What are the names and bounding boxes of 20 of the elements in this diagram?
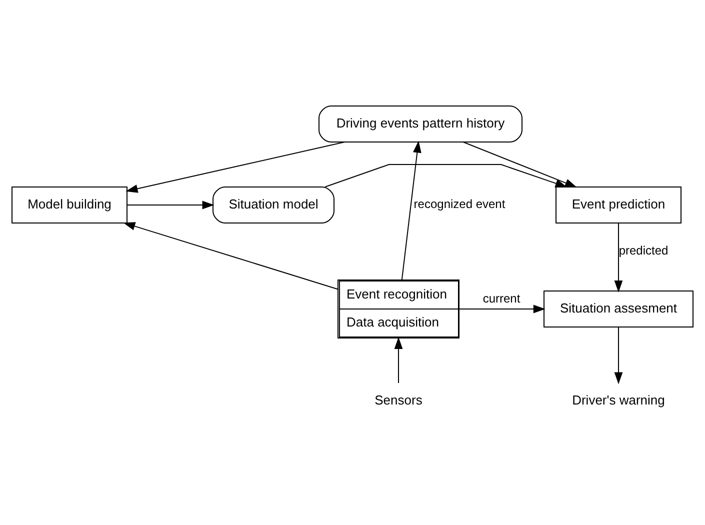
arrow — [401, 140, 422, 280]
arrow — [614, 326, 623, 384]
arrow — [324, 164, 568, 188]
node-box: Driving events pattern history — [318, 106, 522, 142]
edge-label: predicted — [618, 244, 668, 258]
arrow — [462, 142, 578, 188]
arrow — [458, 304, 546, 314]
arrow — [394, 336, 403, 384]
arrow — [614, 222, 623, 292]
edge-label: current — [482, 292, 520, 306]
node-box: Situation model — [212, 186, 334, 224]
arrow — [126, 200, 214, 210]
node-box: Event prediction — [556, 186, 682, 224]
node-text: Sensors — [374, 392, 422, 408]
node-text: Driver's warning — [572, 392, 665, 408]
arrow — [123, 222, 338, 290]
edge-label: recognized event — [414, 197, 506, 212]
arrow — [126, 142, 346, 193]
node-box: Situation assesment — [544, 290, 694, 328]
node-box: Model building — [12, 186, 128, 224]
